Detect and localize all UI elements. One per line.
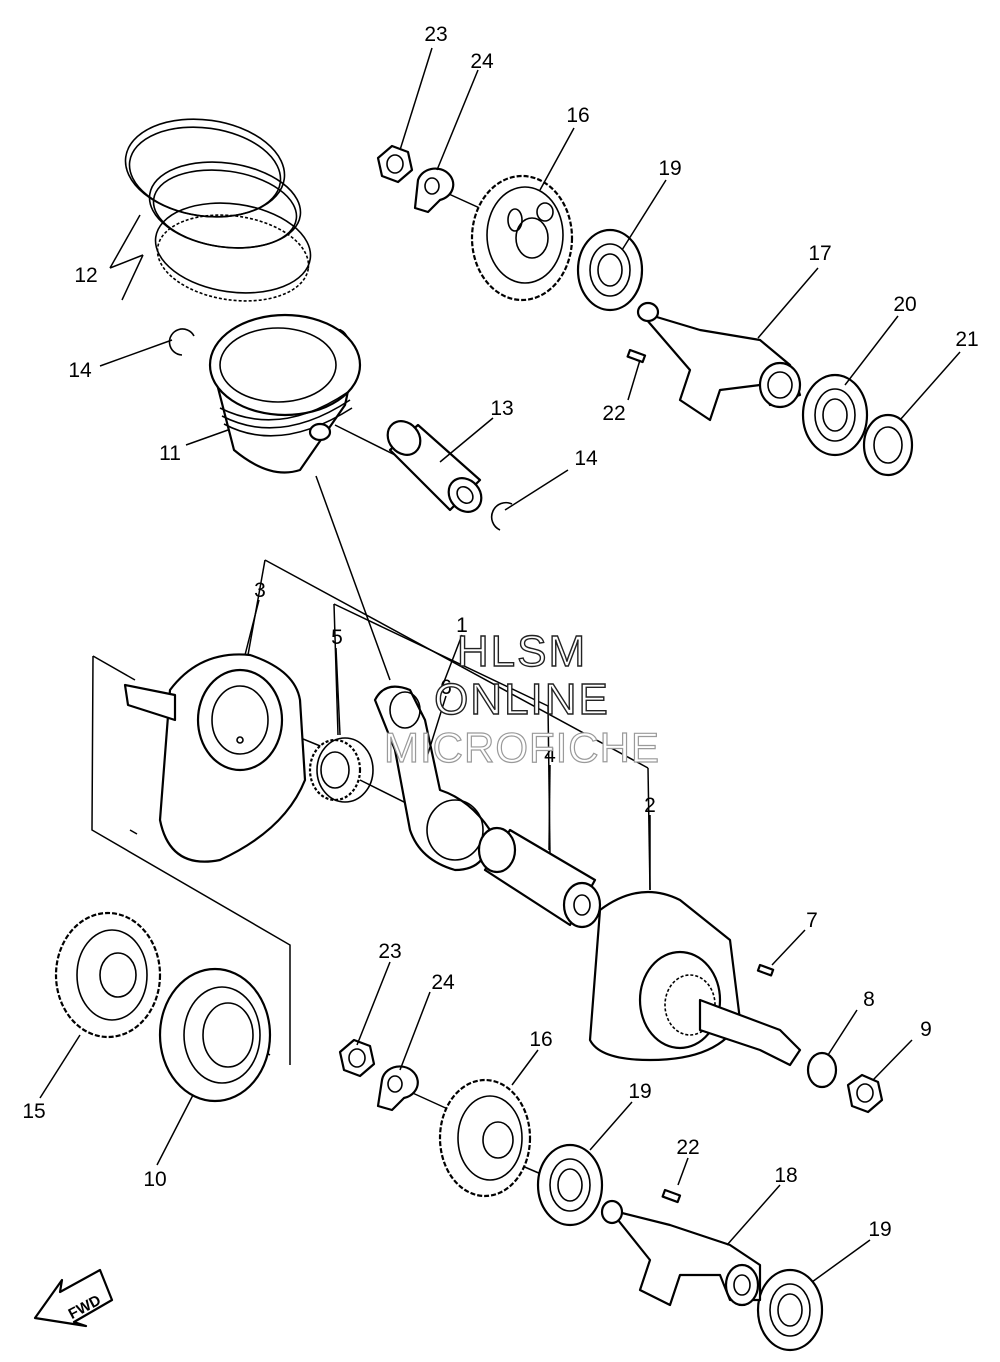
piston: [208, 313, 362, 474]
fwd-arrow: FWD: [33, 1268, 114, 1328]
key-lower: [661, 1188, 682, 1204]
main-bearing: [158, 967, 272, 1103]
gear-upper: [470, 174, 574, 302]
callout-19-lower: 19: [628, 1080, 651, 1103]
leader-lines: [39, 47, 961, 1283]
drive-gear: [54, 911, 162, 1039]
callout-5: 5: [331, 626, 343, 649]
callout-19-upper: 19: [658, 157, 681, 180]
callout-14-lower: 14: [574, 447, 598, 470]
bearing-upper: [576, 228, 644, 312]
callout-17: 17: [808, 242, 831, 265]
callout-2: 2: [644, 794, 656, 817]
callout-23-upper: 23: [424, 23, 447, 46]
piston-pin: [386, 420, 483, 513]
callout-13: 13: [490, 397, 513, 420]
callout-6: 6: [440, 676, 452, 699]
callout-9: 9: [920, 1018, 932, 1041]
callout-15: 15: [22, 1100, 45, 1123]
crank-pin: [477, 826, 602, 929]
callout-18: 18: [774, 1164, 797, 1187]
bearing-lowest: [756, 1268, 824, 1352]
balancer-shaft-upper: [636, 301, 802, 422]
callout-21: 21: [955, 328, 978, 351]
callout-3: 3: [254, 579, 266, 602]
callout-11: 11: [159, 442, 181, 465]
callout-12: 12: [74, 264, 97, 287]
callout-8: 8: [863, 988, 875, 1011]
crank-web-right: [588, 890, 802, 1067]
callout-16-lower: 16: [529, 1028, 552, 1051]
washer-crank: [806, 1051, 838, 1089]
callout-4: 4: [544, 744, 556, 767]
callout-24-lower: 24: [431, 971, 455, 994]
lock-washer-upper: [413, 167, 455, 214]
nut-upper: [376, 144, 414, 184]
lock-washer-lower: [376, 1065, 419, 1112]
balancer-shaft-lower: [600, 1199, 762, 1307]
gear-lower: [438, 1078, 532, 1198]
watermark-line-3: MICROFICHE: [384, 724, 660, 771]
oil-seal: [862, 413, 914, 477]
woodruff-key: [756, 963, 775, 977]
callout-14-upper: 14: [68, 359, 92, 382]
key-upper: [626, 348, 647, 364]
crank-web-left: [123, 653, 307, 863]
callout-7: 7: [806, 909, 818, 932]
watermark: HLSM ONLINE MICROFICHE: [383, 626, 660, 771]
circlip-upper: [168, 328, 195, 356]
callout-10: 10: [143, 1168, 166, 1191]
circlip-lower: [490, 501, 513, 531]
callout-1: 1: [456, 614, 468, 637]
nut-lower: [338, 1038, 376, 1078]
piston-rings: [124, 118, 312, 302]
bearing-right: [801, 373, 869, 457]
nut-crank: [846, 1073, 884, 1114]
callout-22-lower: 22: [676, 1136, 699, 1159]
watermark-line-1: HLSM: [457, 627, 587, 676]
watermark-line-2: ONLINE: [434, 675, 610, 724]
callout-20: 20: [893, 293, 916, 316]
bearing-lower: [536, 1143, 604, 1227]
callout-23-lower: 23: [378, 940, 401, 963]
callout-numbers: 23 24 16 19 17 20 21 22 12 14 11 13 14 3…: [22, 23, 978, 1241]
callout-16-upper: 16: [566, 104, 589, 127]
callout-19-lowest: 19: [868, 1218, 891, 1241]
callout-22-upper: 22: [602, 402, 625, 425]
needle-bearing: [308, 737, 374, 803]
callout-24-upper: 24: [470, 50, 494, 73]
